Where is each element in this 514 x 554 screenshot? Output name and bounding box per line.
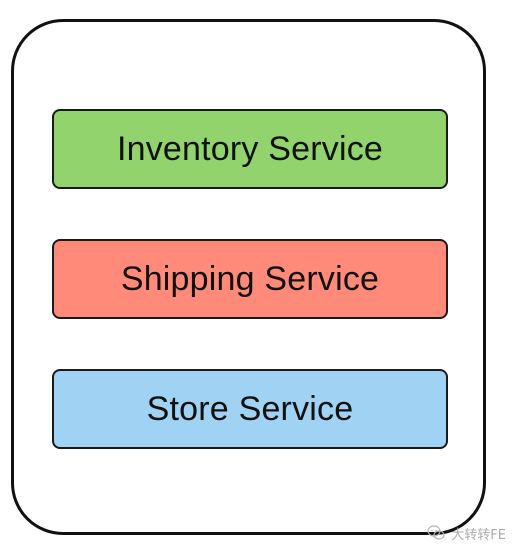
shipping-service-label: Shipping Service bbox=[120, 260, 380, 298]
shipping-service-box: Shipping Service bbox=[52, 239, 448, 319]
store-service-box: Store Service bbox=[52, 369, 448, 449]
watermark-text: 大转转FE bbox=[451, 527, 506, 543]
store-service-label: Store Service bbox=[146, 390, 354, 428]
wechat-icon bbox=[427, 525, 445, 540]
watermark: 大转转FE bbox=[427, 524, 506, 543]
inventory-service-box: Inventory Service bbox=[52, 109, 448, 189]
inventory-service-label: Inventory Service bbox=[116, 130, 384, 168]
